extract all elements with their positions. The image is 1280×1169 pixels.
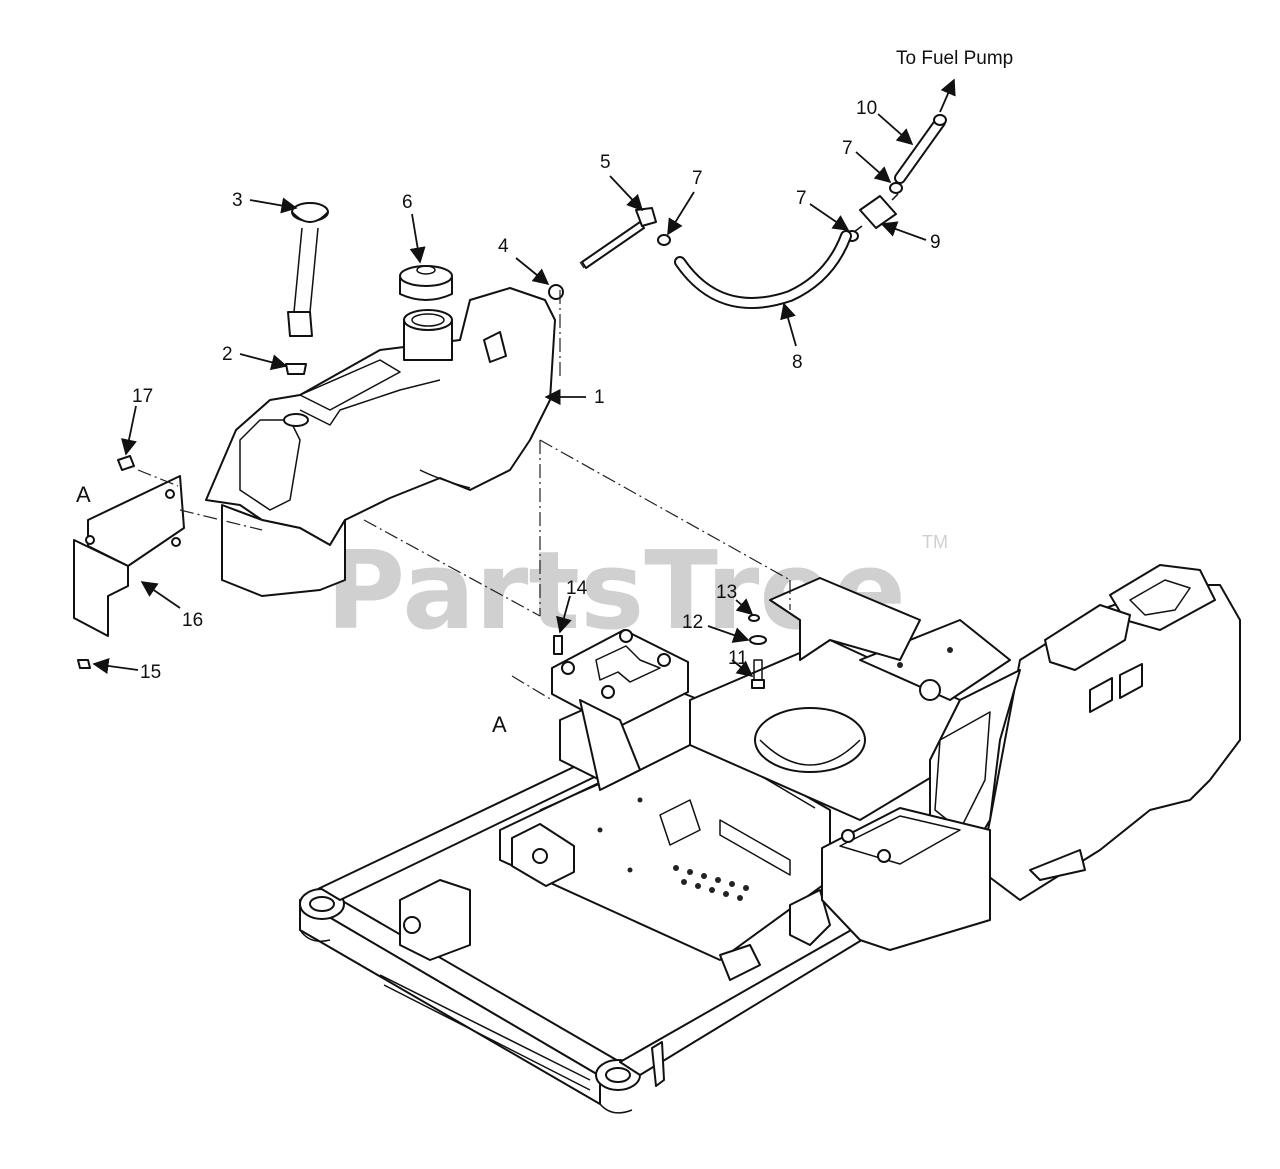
fuel-outlet <box>581 207 657 269</box>
arrowhead-icon <box>877 113 914 146</box>
callout-15: 15 <box>140 662 161 683</box>
arrowhead-icon <box>249 197 298 214</box>
washer <box>749 635 767 645</box>
arrowhead-icon <box>556 595 572 634</box>
bushing <box>548 284 564 300</box>
arrowhead-icon <box>731 659 754 678</box>
arrowhead-icon <box>809 203 850 231</box>
callout-17: 17 <box>132 386 153 407</box>
view-marker-a: A <box>76 482 91 507</box>
callout-3: 3 <box>232 190 243 211</box>
fuel-cap <box>399 265 453 301</box>
callout-10: 10 <box>856 98 877 119</box>
watermark-trademark: TM <box>922 532 948 552</box>
arrowhead-icon <box>939 78 956 113</box>
callout-5: 5 <box>600 152 611 173</box>
foot-pod <box>821 807 991 951</box>
arrowhead-icon <box>609 175 644 212</box>
bolt <box>751 679 765 689</box>
arrowhead-icon <box>707 625 750 643</box>
callout-8: 8 <box>792 352 803 373</box>
callout-9: 9 <box>930 232 941 253</box>
arrowhead-icon <box>735 598 754 616</box>
callout-4: 4 <box>498 236 509 257</box>
bolt <box>117 455 135 471</box>
arrowhead-icon <box>409 213 426 264</box>
washer <box>748 614 760 622</box>
arrowhead-icon <box>239 353 288 371</box>
callout-16: 16 <box>182 610 203 631</box>
arrowhead-icon <box>855 151 892 184</box>
arrowhead-icon <box>92 657 139 674</box>
fuel-gauge <box>287 202 329 337</box>
callout-labels: To Fuel Pump 1 2 3 4 5 6 7 7 7 8 9 10 11… <box>76 48 1013 737</box>
arrowhead-icon <box>780 302 797 347</box>
callout-12: 12 <box>682 612 703 633</box>
label-to-fuel-pump: To Fuel Pump <box>896 48 1013 69</box>
callout-1: 1 <box>594 387 605 408</box>
screw <box>553 635 563 655</box>
arrowhead-icon <box>140 581 181 609</box>
callout-14: 14 <box>566 578 588 599</box>
grommet <box>285 363 307 375</box>
hose-clamp <box>657 234 671 246</box>
callout-13: 13 <box>716 582 737 603</box>
fuel-filter <box>853 193 899 233</box>
callout-2: 2 <box>222 344 233 365</box>
leader-lines <box>92 78 956 678</box>
hose-clamp <box>889 182 903 194</box>
heat-shield <box>73 475 185 637</box>
callout-11: 11 <box>728 648 748 669</box>
callout-7: 7 <box>796 188 807 209</box>
hose-clamp <box>933 114 947 126</box>
nut <box>77 659 91 669</box>
floor-holes <box>597 797 749 901</box>
arrowhead-icon <box>121 405 137 456</box>
arrowhead-icon <box>880 221 927 241</box>
callout-7: 7 <box>842 138 853 159</box>
alignment-lines <box>137 261 791 701</box>
arrowhead-icon <box>515 257 550 286</box>
view-marker-a: A <box>492 712 507 737</box>
arrowhead-icon <box>667 191 695 236</box>
fuel-tank <box>205 287 556 597</box>
callout-7: 7 <box>692 168 703 189</box>
callout-6: 6 <box>402 192 413 213</box>
